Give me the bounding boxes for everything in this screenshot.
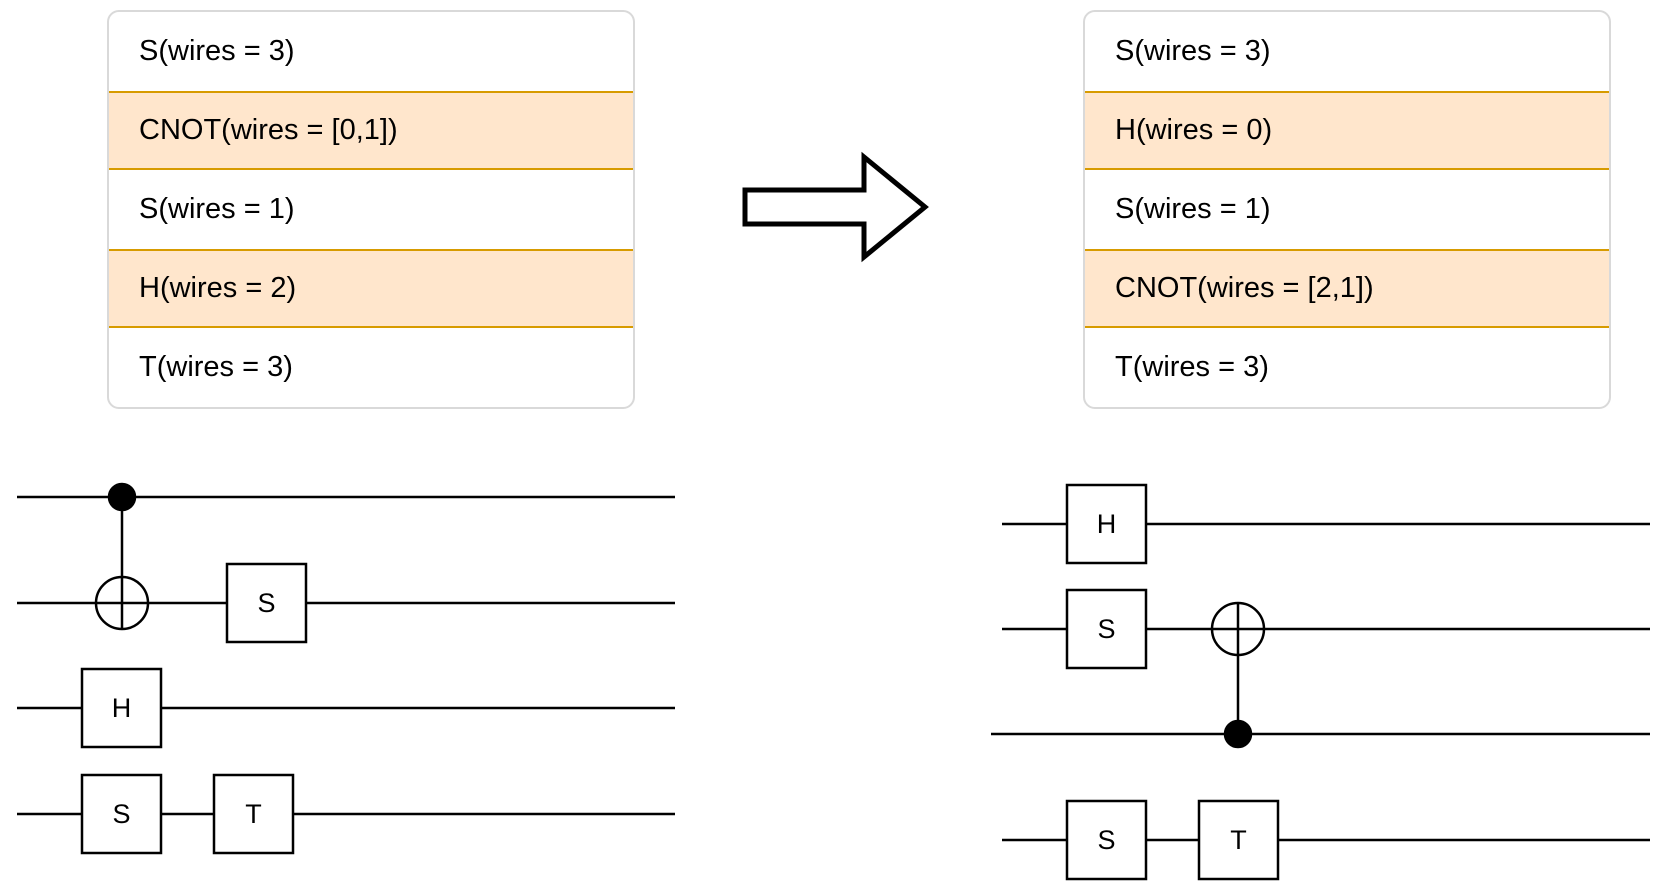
- gate-s: S: [1065, 799, 1148, 881]
- list-item: S(wires = 3): [1115, 35, 1271, 67]
- list-item-highlighted: CNOT(wires = [2,1]): [1085, 249, 1609, 328]
- gate-label: S: [112, 799, 130, 829]
- left-gates: S H S T: [80, 562, 308, 855]
- list-item: S(wires = 1): [139, 193, 295, 225]
- right-circuit: [991, 522, 1650, 842]
- gate-label: T: [1230, 825, 1247, 855]
- right-gates: H S S T: [1065, 483, 1280, 881]
- gate-label: S: [1097, 825, 1115, 855]
- list-item-highlighted: CNOT(wires = [0,1]): [109, 91, 633, 170]
- gate-s: S: [80, 773, 163, 855]
- gate-label: S: [1097, 614, 1115, 644]
- list-item: S(wires = 3): [139, 35, 295, 67]
- gate-t: T: [212, 773, 295, 855]
- gate-s: S: [1065, 588, 1148, 670]
- gate-label: H: [112, 693, 132, 723]
- gate-s: S: [225, 562, 308, 644]
- gate-t: T: [1197, 799, 1280, 881]
- left-operation-list: S(wires = 3) CNOT(wires = [0,1]) S(wires…: [107, 10, 635, 409]
- gate-h: H: [80, 667, 163, 749]
- list-item-highlighted: H(wires = 0): [1085, 91, 1609, 170]
- list-item-highlighted: H(wires = 2): [109, 249, 633, 328]
- list-item: S(wires = 1): [1115, 193, 1271, 225]
- list-item: T(wires = 3): [1115, 351, 1269, 383]
- gate-h: H: [1065, 483, 1148, 565]
- right-arrow-icon: [742, 151, 929, 263]
- list-item: T(wires = 3): [139, 351, 293, 383]
- gate-label: S: [257, 588, 275, 618]
- cnot-control-dot: [1223, 719, 1253, 749]
- left-circuit: [17, 482, 675, 816]
- gate-label: H: [1097, 509, 1117, 539]
- right-operation-list: S(wires = 3) H(wires = 0) S(wires = 1) C…: [1083, 10, 1611, 409]
- gate-label: T: [245, 799, 262, 829]
- cnot-control-dot: [107, 482, 137, 512]
